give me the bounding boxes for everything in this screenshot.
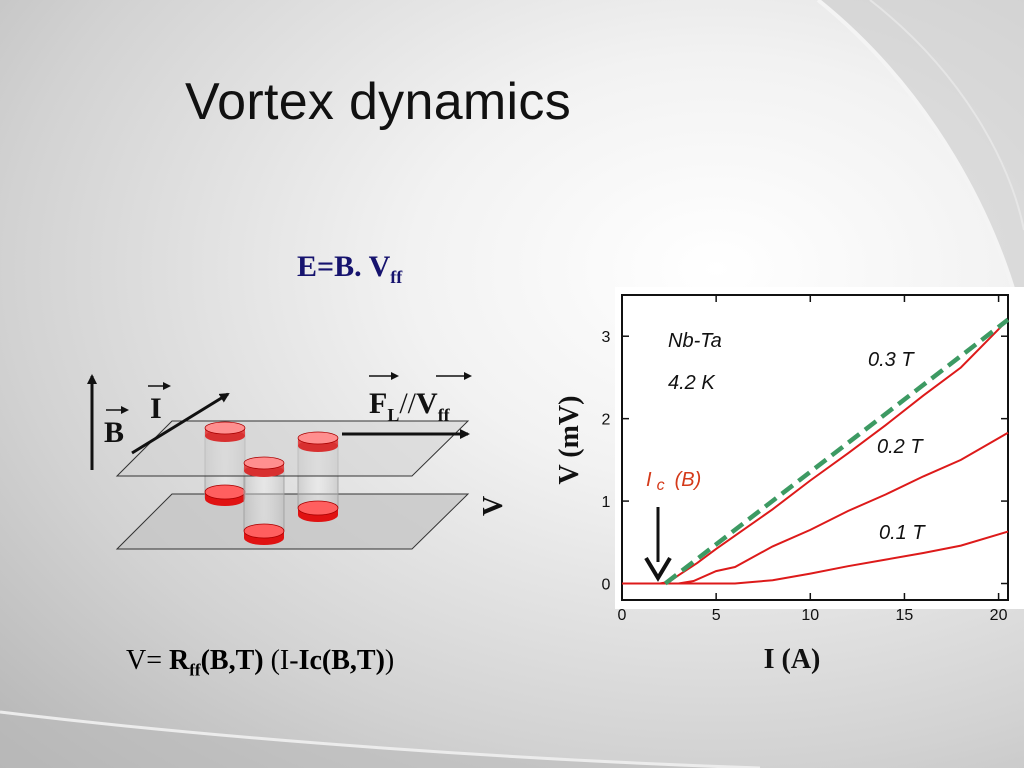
ic-arrow-head	[644, 556, 672, 582]
formula-args: (B,T)	[200, 645, 264, 676]
bottom-plane	[115, 493, 470, 550]
series-0-2-t	[622, 431, 1009, 585]
plot-frame	[621, 294, 1009, 601]
x-axis-label: I (A)	[764, 644, 821, 675]
lorentz-force-label: FL//Vff	[369, 387, 451, 425]
x-tick-label: 0	[618, 607, 627, 624]
lorentz-force-letter: F	[369, 387, 387, 420]
series-fit-line	[663, 317, 1010, 586]
formula-r-subscript: ff	[189, 660, 201, 680]
parallel-symbol: //	[399, 387, 416, 420]
curve-label-0-1T: 0.1 T	[879, 522, 926, 544]
curve-label-0-3T: 0.3 T	[868, 349, 915, 371]
temperature-label: 4.2 K	[668, 372, 716, 394]
vortex-tube	[243, 467, 285, 545]
vortex-cap	[297, 431, 339, 452]
voltage-side-label: V	[478, 496, 509, 516]
y-tick-label: 2	[602, 412, 611, 429]
formula-mid: (I-	[263, 645, 299, 676]
curve-label-0-2T: 0.2 T	[877, 436, 924, 458]
formula-ic: Ic(B,T)	[298, 645, 385, 676]
vortex-cap	[243, 456, 285, 477]
vortex-velocity-letter: V	[416, 387, 438, 420]
series-0-1-t	[622, 530, 1009, 585]
b-field-label: B	[104, 416, 124, 449]
lorentz-force-subscript: L	[387, 405, 399, 425]
x-tick-label: 15	[896, 607, 914, 624]
y-tick-label: 1	[602, 494, 611, 511]
field-equation-subscript: ff	[390, 267, 403, 287]
ic-paren: (B)	[675, 469, 702, 491]
x-tick-label: 10	[801, 607, 819, 624]
y-axis-label: V (mV)	[554, 396, 585, 485]
sample-label: Nb-Ta	[668, 330, 722, 352]
current-label: I	[150, 392, 162, 425]
ic-subscript: c	[657, 477, 665, 494]
formula-prefix: V=	[126, 645, 170, 676]
axis-ticks: 0 5 10 15 20 0 1 2 3	[602, 295, 1008, 624]
field-equation-main: E=B. V	[297, 250, 391, 283]
y-tick-label: 3	[602, 329, 611, 346]
slide-title: Vortex dynamics	[185, 73, 571, 131]
formula-r: R	[169, 645, 190, 676]
vortex-cap	[204, 421, 246, 442]
x-tick-label: 20	[990, 607, 1008, 624]
current-arrow	[131, 392, 230, 455]
field-equation: E=B. Vff	[297, 250, 402, 288]
vortex-velocity-subscript: ff	[438, 405, 451, 425]
curve-layer	[622, 317, 1010, 586]
x-tick-label: 5	[712, 607, 721, 624]
ic-letter: I	[646, 469, 652, 491]
formula-end: )	[384, 645, 395, 676]
plot-area	[615, 287, 1024, 609]
voltage-formula: V= Rff(B,T) (I-Ic(B,T))	[126, 645, 394, 681]
y-tick-label: 0	[602, 577, 611, 594]
